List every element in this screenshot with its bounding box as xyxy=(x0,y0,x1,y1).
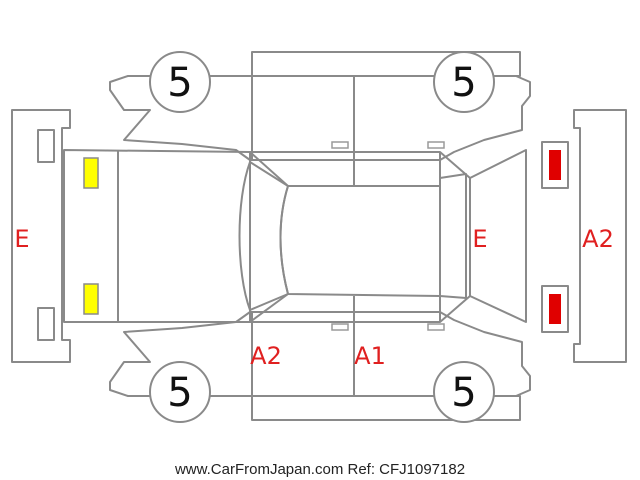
tire-front-left: 5 xyxy=(149,361,211,423)
tire-front-right: 5 xyxy=(149,51,211,113)
front-bumper xyxy=(11,109,71,363)
damage-code-front-bumper: E xyxy=(14,225,29,253)
tire-rear-right: 5 xyxy=(433,51,495,113)
tire-grade: 5 xyxy=(451,60,476,106)
headlight-top xyxy=(83,157,99,189)
tire-grade: 5 xyxy=(167,370,192,416)
vehicle-top-view xyxy=(63,149,527,323)
tire-rear-left: 5 xyxy=(433,361,495,423)
headlight-bottom xyxy=(83,283,99,315)
taillight-top xyxy=(549,150,561,180)
source-reference: www.CarFromJapan.com Ref: CFJ1097182 xyxy=(174,461,465,478)
taillight-bottom xyxy=(549,294,561,324)
tire-grade: 5 xyxy=(451,370,476,416)
rear-bumper xyxy=(573,109,627,363)
damage-code-left-rear-door: A1 xyxy=(354,342,386,370)
lights xyxy=(83,141,569,333)
tire-grade: 5 xyxy=(167,60,192,106)
upper-body-side xyxy=(109,75,531,161)
damage-code-rear-bumper: A2 xyxy=(582,225,614,253)
damage-code-windshield: E xyxy=(472,225,487,253)
damage-code-left-front-door: A2 xyxy=(250,342,282,370)
